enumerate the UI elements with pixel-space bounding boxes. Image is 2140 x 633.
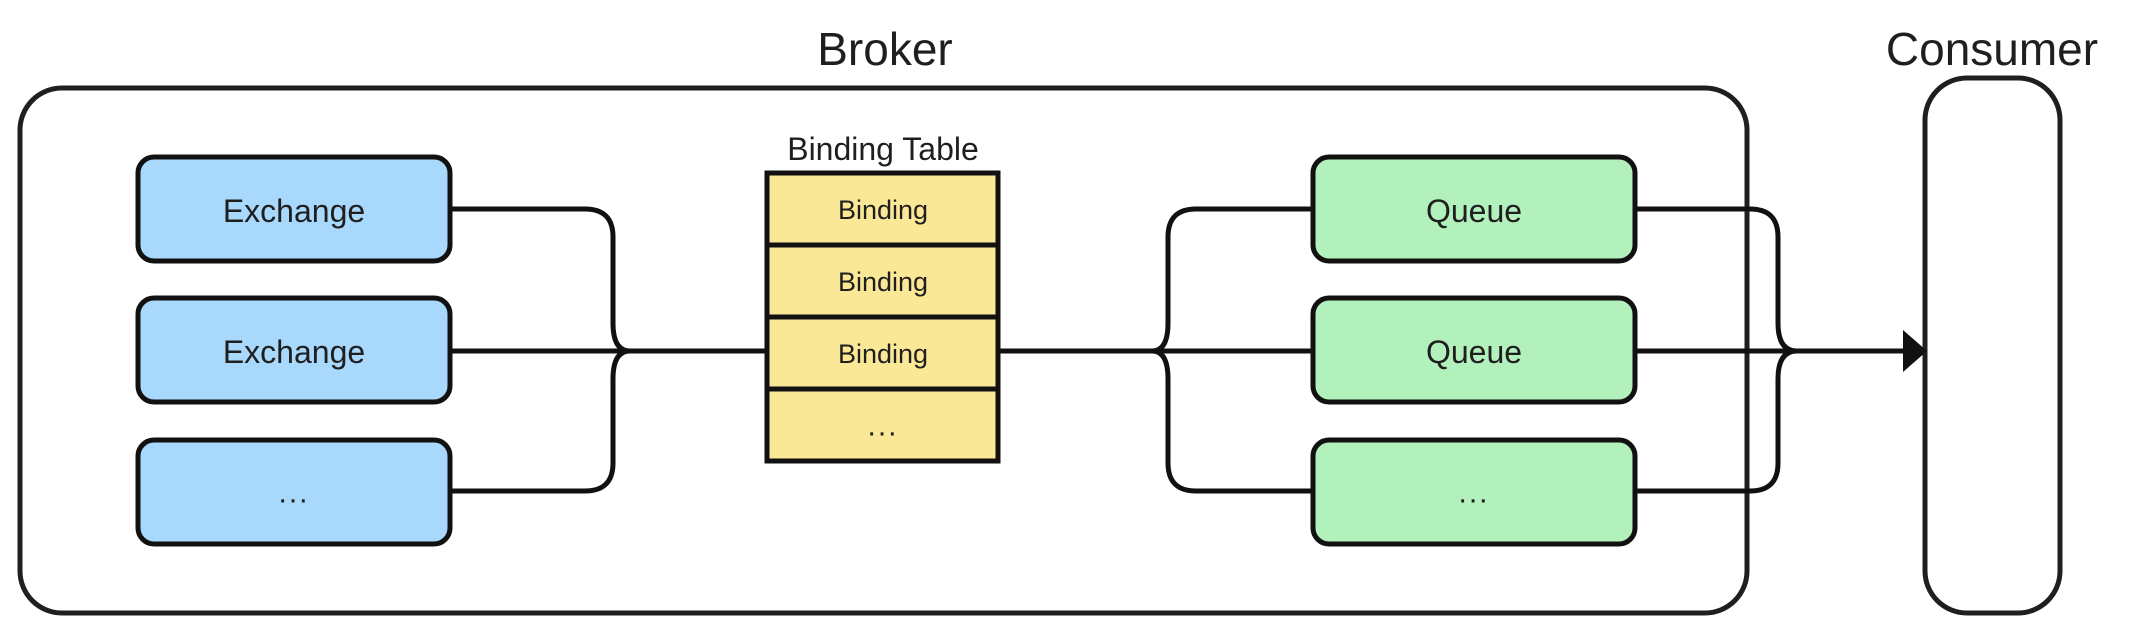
- binding-row-2-box[interactable]: [764, 242, 1001, 320]
- queue-node-2[interactable]: Queue: [1310, 295, 1638, 405]
- queue-node-1[interactable]: Queue: [1310, 154, 1638, 264]
- queue-to-consumer-edges: [1635, 206, 1927, 494]
- binding-table-title: Binding Table: [787, 131, 979, 167]
- edge-exchange1-to-binding: [452, 206, 631, 354]
- binding-row-3-label: Binding: [838, 339, 928, 369]
- edge-split-to-queue3: [1151, 348, 1313, 494]
- exchange-node-3-box[interactable]: [135, 437, 453, 547]
- edge-exchange3-to-binding: [452, 348, 631, 494]
- binding-to-queue-edges: [998, 206, 1313, 494]
- exchange-node-2-box[interactable]: [135, 295, 453, 405]
- binding-row-2-label: Binding: [838, 267, 928, 297]
- queue-node-1-box[interactable]: [1310, 154, 1638, 264]
- queue-node-1-label: Queue: [1426, 193, 1522, 229]
- binding-row-1-label: Binding: [838, 195, 928, 225]
- exchange-to-binding-edges: [452, 206, 767, 494]
- exchange-node-3[interactable]: ...: [135, 437, 453, 547]
- queue-node-3[interactable]: ...: [1310, 437, 1638, 547]
- consumer-container[interactable]: [1922, 75, 2063, 616]
- exchange-node-3-label: ...: [278, 477, 309, 510]
- exchange-node-2[interactable]: Exchange: [135, 295, 453, 405]
- binding-row-4[interactable]: ...: [764, 386, 1001, 464]
- exchange-node-1[interactable]: Exchange: [135, 154, 453, 264]
- edge-queue1-to-consumer-merge: [1635, 206, 1798, 354]
- binding-row-4-box[interactable]: [764, 386, 1001, 464]
- binding-table[interactable]: Binding Binding Binding ...: [764, 170, 1001, 464]
- binding-row-1[interactable]: Binding: [764, 170, 1001, 248]
- queue-node-2-box[interactable]: [1310, 295, 1638, 405]
- binding-row-3[interactable]: Binding: [764, 314, 1001, 392]
- exchange-node-2-label: Exchange: [223, 334, 365, 370]
- exchange-node-1-label: Exchange: [223, 193, 365, 229]
- edge-split-to-queue1: [1151, 206, 1313, 354]
- edge-queue3-to-consumer-merge: [1635, 348, 1798, 494]
- binding-row-4-label: ...: [867, 410, 898, 443]
- queue-node-3-box[interactable]: [1310, 437, 1638, 547]
- broker-title: Broker: [817, 23, 952, 75]
- binding-row-2[interactable]: Binding: [764, 242, 1001, 320]
- consumer-title: Consumer: [1886, 23, 2098, 75]
- exchange-node-1-box[interactable]: [135, 154, 453, 264]
- queue-node-2-label: Queue: [1426, 334, 1522, 370]
- consumer-arrowhead-icon: [1903, 330, 1927, 372]
- queue-node-3-label: ...: [1458, 477, 1489, 510]
